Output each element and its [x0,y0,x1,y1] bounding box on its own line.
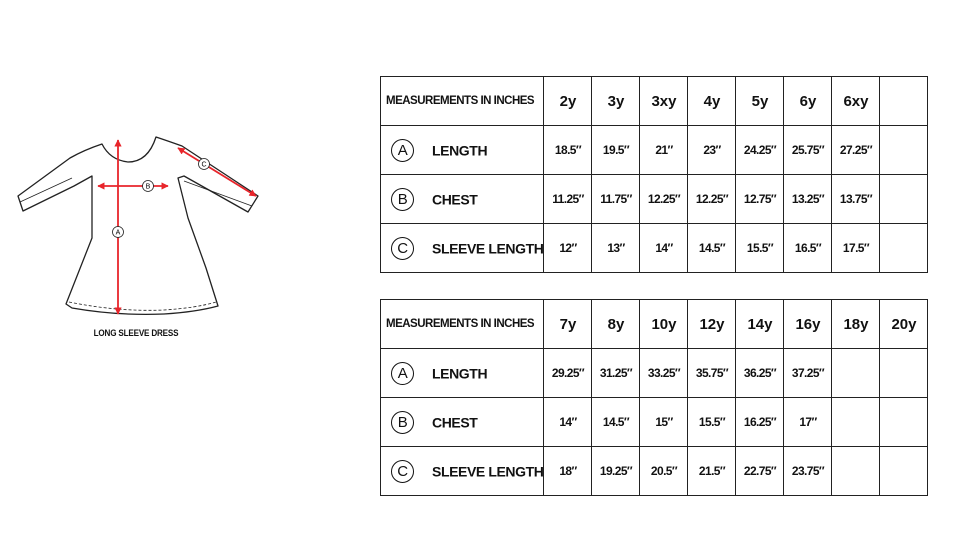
table-cell: 14.5″ [687,223,737,273]
table-cell: 11.25″ [543,174,593,224]
table-cell [879,397,929,447]
marker-a-icon: A [391,361,414,385]
measurement-arrows [97,139,257,315]
size-header: 6xy [831,76,881,126]
table-cell: 18″ [543,446,593,496]
size-header: 5y [735,76,785,126]
table-cell: 29.25″ [543,348,593,398]
size-header: 3y [591,76,641,126]
marker-c-icon: C [391,459,414,483]
table-cell [879,223,929,273]
table-cell: 23.75″ [783,446,833,496]
size-header: 7y [543,299,593,349]
table-cell: 12.75″ [735,174,785,224]
table-cell: 23″ [687,125,737,175]
table-cell: 12″ [543,223,593,273]
size-header: 18y [831,299,881,349]
table-cell: 12.25″ [687,174,737,224]
dress-outline [17,136,259,316]
table-cell: 17.5″ [831,223,881,273]
size-header: 20y [879,299,929,349]
table-cell: 17″ [783,397,833,447]
marker-c: C [201,162,206,169]
table-cell: 16.5″ [783,223,833,273]
table-cell: 11.75″ [591,174,641,224]
table-cell: 13.75″ [831,174,881,224]
table-cell: 14″ [543,397,593,447]
table-cell [879,174,929,224]
table-cell [831,397,881,447]
arrow-sleeve [177,147,257,197]
table-cell [879,348,929,398]
table-cell: 21.5″ [687,446,737,496]
table-cell: 12.25″ [639,174,689,224]
size-header: 4y [687,76,737,126]
table-cell: 25.75″ [783,125,833,175]
table-cell: 16.25″ [735,397,785,447]
marker-a-icon: A [391,138,414,162]
table-cell: 15″ [639,397,689,447]
size-header: 10y [639,299,689,349]
table-cell: 24.25″ [735,125,785,175]
size-header: 3xy [639,76,689,126]
marker-b: B [146,184,151,191]
marker-b-icon: B [391,410,414,434]
table-cell: 35.75″ [687,348,737,398]
size-table-1: MEASUREMENTS IN INCHES 2y 3y 3xy 4y 5y 6… [379,76,929,273]
marker-c-icon: C [391,236,414,260]
table-cell [879,446,929,496]
size-header: 6y [783,76,833,126]
table-cell: 33.25″ [639,348,689,398]
table-cell: 15.5″ [687,397,737,447]
table-cell: 18.5″ [543,125,593,175]
size-table-2: MEASUREMENTS IN INCHES 7y 8y 10y 12y 14y… [379,299,929,496]
diagram-markers: B A C [112,158,210,238]
marker-b-icon: B [391,187,414,211]
dress-diagram: B A C [17,136,259,316]
table-cell: 20.5″ [639,446,689,496]
table-cell: 19.5″ [591,125,641,175]
size-header [879,76,929,126]
table-cell: 14″ [639,223,689,273]
table-cell: 14.5″ [591,397,641,447]
size-header: 16y [783,299,833,349]
size-header: 8y [591,299,641,349]
table-header-row: MEASUREMENTS IN INCHES 2y 3y 3xy 4y 5y 6… [379,76,929,126]
size-header: 2y [543,76,593,126]
table-cell: 13.25″ [783,174,833,224]
size-header: 14y [735,299,785,349]
table-cell: 19.25″ [591,446,641,496]
header-label: MEASUREMENTS IN INCHES [379,299,545,349]
table-cell: 13″ [591,223,641,273]
header-label: MEASUREMENTS IN INCHES [379,76,545,126]
table-cell: 36.25″ [735,348,785,398]
dress-caption: LONG SLEEVE DRESS [93,328,179,338]
table-cell: 27.25″ [831,125,881,175]
table-cell [831,348,881,398]
table-header-row: MEASUREMENTS IN INCHES 7y 8y 10y 12y 14y… [379,299,929,349]
table-cell: 15.5″ [735,223,785,273]
table-cell [879,125,929,175]
size-header: 12y [687,299,737,349]
table-cell [831,446,881,496]
table-cell: 37.25″ [783,348,833,398]
marker-a: A [116,230,121,237]
table-cell: 22.75″ [735,446,785,496]
table-cell: 21″ [639,125,689,175]
table-cell: 31.25″ [591,348,641,398]
